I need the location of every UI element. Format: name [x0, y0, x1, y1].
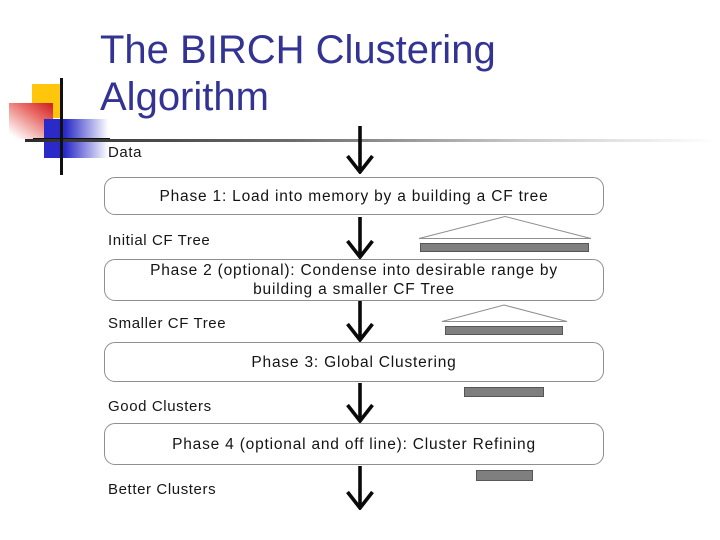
phase-1-box: Phase 1: Load into memory by a building …	[104, 177, 604, 215]
decoration-vertical-line	[60, 78, 63, 175]
cf-tree-leaf-bar-icon	[445, 326, 563, 335]
label-smaller-cf-tree: Smaller CF Tree	[108, 315, 227, 332]
cluster-bar-icon	[476, 470, 533, 481]
cluster-bar-icon	[464, 387, 544, 397]
title-underline-rule	[25, 139, 717, 142]
phase-4-box: Phase 4 (optional and off line): Cluster…	[104, 423, 604, 465]
cf-tree-icon-large	[417, 214, 593, 246]
down-arrow-icon	[342, 126, 378, 179]
label-data: Data	[108, 144, 143, 161]
phase-2-box: Phase 2 (optional): Condense into desira…	[104, 259, 604, 301]
label-better-clusters: Better Clusters	[108, 481, 217, 498]
label-initial-cf-tree: Initial CF Tree	[108, 232, 211, 249]
down-arrow-icon	[342, 466, 378, 515]
down-arrow-icon	[342, 300, 378, 347]
down-arrow-icon	[342, 217, 378, 264]
cf-tree-icon-small	[440, 303, 569, 329]
slide-title: The BIRCH Clustering Algorithm	[100, 28, 496, 119]
cf-tree-leaf-bar-icon	[420, 243, 589, 252]
down-arrow-icon	[342, 383, 378, 428]
phase-3-box: Phase 3: Global Clustering	[104, 342, 604, 382]
label-good-clusters: Good Clusters	[108, 398, 212, 415]
